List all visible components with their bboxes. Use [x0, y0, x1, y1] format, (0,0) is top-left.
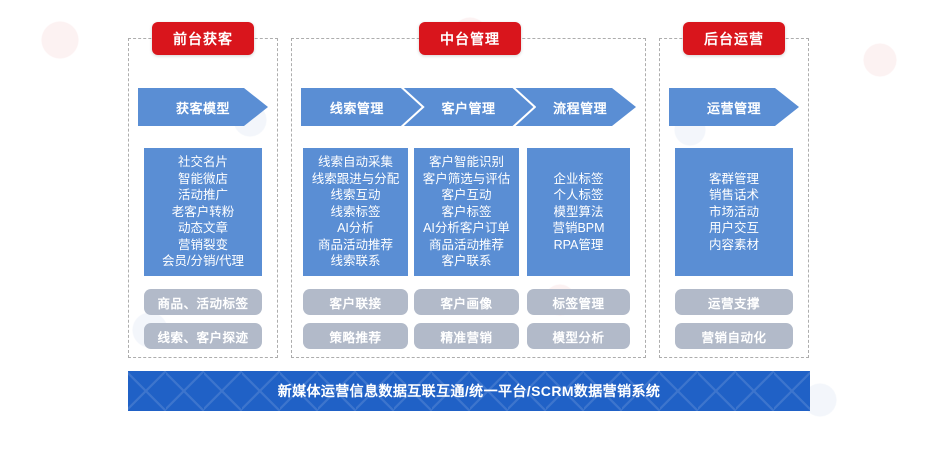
feature-item: 客户联系: [441, 254, 492, 269]
feature-item: 客户互动: [441, 188, 492, 203]
feature-item: AI分析: [337, 221, 374, 236]
feature-item: 客户筛选与评估: [422, 171, 511, 186]
feature-item: 用户交互: [708, 221, 759, 236]
feature-item: 智能微店: [177, 171, 228, 186]
feature-item: 线索跟进与分配: [311, 171, 400, 186]
pill-lead-1[interactable]: 客户联接: [303, 289, 408, 315]
feature-item: 内容素材: [708, 237, 759, 252]
arrow-band-middle: 线索管理 客户管理 流程管理: [301, 88, 636, 126]
feature-item: 商品活动推荐: [428, 237, 504, 252]
feature-item: 线索自动采集: [317, 154, 393, 169]
column-header-back[interactable]: 后台运营: [683, 22, 785, 55]
chevron-pattern-icon: [128, 371, 810, 411]
pill-front-2[interactable]: 线索、客户探迹: [144, 323, 262, 349]
feature-card-process: 企业标签 个人标签 模型算法 营销BPM RPA管理: [527, 148, 630, 276]
feature-item: 社交名片: [177, 154, 228, 169]
column-header-middle[interactable]: 中台管理: [419, 22, 521, 55]
feature-item: 动态文章: [177, 221, 228, 236]
feature-item: 会员/分销/代理: [162, 254, 244, 269]
arrow-band-back: 运营管理: [669, 88, 799, 126]
feature-card-front: 社交名片 智能微店 活动推广 老客户转粉 动态文章 营销裂变 会员/分销/代理: [144, 148, 262, 276]
feature-item: 营销裂变: [177, 237, 228, 252]
feature-item: 个人标签: [553, 188, 604, 203]
pill-customer-1[interactable]: 客户画像: [414, 289, 519, 315]
arrow-segment-process-management[interactable]: 流程管理: [524, 88, 636, 126]
feature-card-lead: 线索自动采集 线索跟进与分配 线索互动 线索标签 AI分析 商品活动推荐 线索联…: [303, 148, 408, 276]
pill-lead-2[interactable]: 策略推荐: [303, 323, 408, 349]
platform-banner-label: 新媒体运营信息数据互联互通/统一平台/SCRM数据营销系统: [277, 383, 661, 399]
pill-process-1[interactable]: 标签管理: [527, 289, 630, 315]
pill-front-1[interactable]: 商品、活动标签: [144, 289, 262, 315]
feature-item: 模型算法: [553, 204, 604, 219]
feature-card-customer: 客户智能识别 客户筛选与评估 客户互动 客户标签 AI分析客户订单 商品活动推荐…: [414, 148, 519, 276]
feature-item: 客群管理: [708, 171, 759, 186]
feature-item: 客户标签: [441, 204, 492, 219]
feature-item: 活动推广: [177, 188, 228, 203]
feature-item: 营销BPM: [552, 221, 605, 236]
feature-item: 市场活动: [708, 204, 759, 219]
arrow-band-front: 获客模型: [138, 88, 268, 126]
feature-item: 线索标签: [330, 204, 381, 219]
feature-item: RPA管理: [553, 237, 604, 252]
arrow-segment-lead-management[interactable]: 线索管理: [329, 100, 384, 116]
pill-back-1[interactable]: 运营支撑: [675, 289, 793, 315]
feature-item: 线索联系: [330, 254, 381, 269]
platform-banner: 新媒体运营信息数据互联互通/统一平台/SCRM数据营销系统: [128, 371, 810, 411]
arrow-segment-acquisition-model[interactable]: 获客模型: [175, 100, 230, 116]
feature-item: 客户智能识别: [428, 154, 504, 169]
arrow-segment-customer-management[interactable]: 客户管理: [413, 88, 525, 126]
feature-item: 老客户转粉: [171, 204, 235, 219]
feature-item: 商品活动推荐: [317, 237, 393, 252]
arrow-segment-operation-management[interactable]: 运营管理: [706, 100, 761, 116]
feature-item: 企业标签: [553, 171, 604, 186]
feature-item: AI分析客户订单: [423, 221, 510, 236]
feature-item: 线索互动: [330, 188, 381, 203]
feature-item: 销售话术: [708, 188, 759, 203]
column-header-front[interactable]: 前台获客: [152, 22, 254, 55]
pill-back-2[interactable]: 营销自动化: [675, 323, 793, 349]
pill-customer-2[interactable]: 精准营销: [414, 323, 519, 349]
feature-card-back: 客群管理 销售话术 市场活动 用户交互 内容素材: [675, 148, 793, 276]
pill-process-2[interactable]: 模型分析: [527, 323, 630, 349]
